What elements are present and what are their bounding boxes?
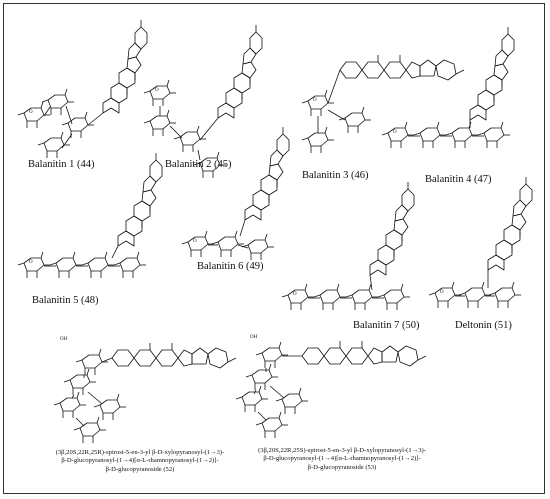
oxygen-atom-label: O — [29, 260, 33, 265]
compound-label-50: Balanitin 7 (50) — [353, 320, 420, 331]
oxygen-atom-label: O — [29, 110, 33, 115]
caption-53: (3β,20S,22R,25S)-spirost-5-en-3-yl β-D-x… — [226, 447, 458, 472]
compound-label-47: Balanitin 4 (47) — [425, 174, 492, 185]
structure-48 — [17, 152, 163, 279]
structure-49 — [181, 126, 290, 261]
structure-47 — [381, 26, 515, 149]
caption-52-line: (3β,20S,22R,25R)-spirost-5-en-3-yl β-D-x… — [55, 449, 225, 456]
structure-44 — [17, 19, 148, 159]
compound-label-49: Balanitin 6 (49) — [197, 261, 264, 272]
structure-50 — [281, 181, 415, 311]
hydroxyl-label: OH — [60, 337, 68, 342]
caption-52-line: β-D-glucopyranoside (52) — [105, 465, 175, 473]
hydroxyl-label: OH — [250, 335, 258, 340]
caption-52: (3β,20S,22R,25R)-spirost-5-en-3-yl β-D-x… — [24, 449, 256, 474]
caption-53-line: (3β,20S,22R,25S)-spirost-5-en-3-yl β-D-x… — [258, 447, 426, 454]
structure-52 — [53, 342, 237, 444]
compound-label-46: Balanitin 3 (46) — [302, 170, 369, 181]
caption-53-line: β-D-glucopyranosyl-(1→4)[α-L-rhamnopyran… — [263, 455, 421, 463]
oxygen-atom-label: O — [393, 130, 397, 135]
compound-label-45: Balanitin 2 (45) — [165, 159, 232, 170]
compound-label-51: Deltonin (51) — [455, 320, 512, 331]
structure-46 — [301, 54, 465, 154]
caption-52-line: β-D-glucopyranosyl-(1→4)[α-L-rhamnopyran… — [61, 457, 219, 465]
oxygen-atom-label: O — [313, 98, 317, 103]
compound-label-44: Balanitin 1 (44) — [28, 159, 95, 170]
structure-45 — [143, 24, 263, 179]
compound-label-48: Balanitin 5 (48) — [32, 295, 99, 306]
oxygen-atom-label: O — [293, 292, 297, 297]
figure-frame — [3, 3, 545, 494]
structure-53 — [235, 340, 427, 439]
oxygen-atom-label: O — [440, 290, 444, 295]
caption-53-line: β-D-glucopyranoside (53) — [307, 463, 377, 471]
oxygen-atom-label: O — [155, 88, 159, 93]
oxygen-atom-label: O — [193, 239, 197, 244]
structure-51 — [428, 176, 533, 309]
